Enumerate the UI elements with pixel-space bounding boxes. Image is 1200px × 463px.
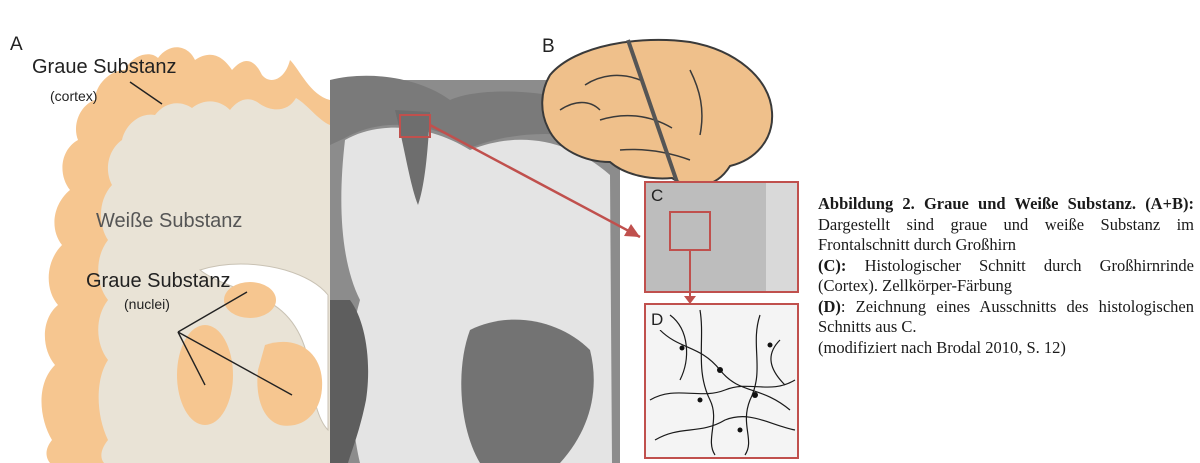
figure-caption: Abbildung 2. Graue und Weiße Substanz. (… (818, 194, 1194, 358)
gray-nuclei-sublabel: (nuclei) (124, 296, 170, 312)
caption-d-label: (D) (818, 297, 841, 316)
caption-source: (modifiziert nach Brodal 2010, S. 12) (818, 338, 1194, 359)
nucleus-putamen (177, 325, 233, 425)
caption-c-label: (C): (818, 256, 846, 275)
panel-a-letter: A (10, 34, 23, 56)
panel-a-schematic (41, 47, 330, 463)
gray-nuclei-label: Graue Substanz (86, 270, 231, 293)
panel-d-drawing (645, 304, 798, 458)
caption-d-text: : Zeichnung eines Ausschnitts des histol… (818, 297, 1194, 337)
gray-cortex-label: Graue Substanz (32, 56, 177, 79)
caption-title: Abbildung 2. Graue und Weiße Substanz. (818, 194, 1136, 213)
gray-cortex-sublabel: (cortex) (50, 88, 97, 104)
white-matter-label: Weiße Substanz (96, 210, 242, 233)
nucleus-caudate (224, 282, 276, 318)
panel-c-histology (645, 182, 798, 304)
panel-b-letter: B (542, 36, 555, 58)
panel-d-letter: D (651, 310, 663, 330)
caption-ab-label: (A+B): (1145, 194, 1194, 213)
caption-c-text: Histologischer Schnitt durch Großhirnrin… (818, 256, 1194, 296)
panel-c-letter: C (651, 186, 663, 206)
caption-ab-text: Dargestellt sind graue und weiße Substan… (818, 215, 1194, 255)
